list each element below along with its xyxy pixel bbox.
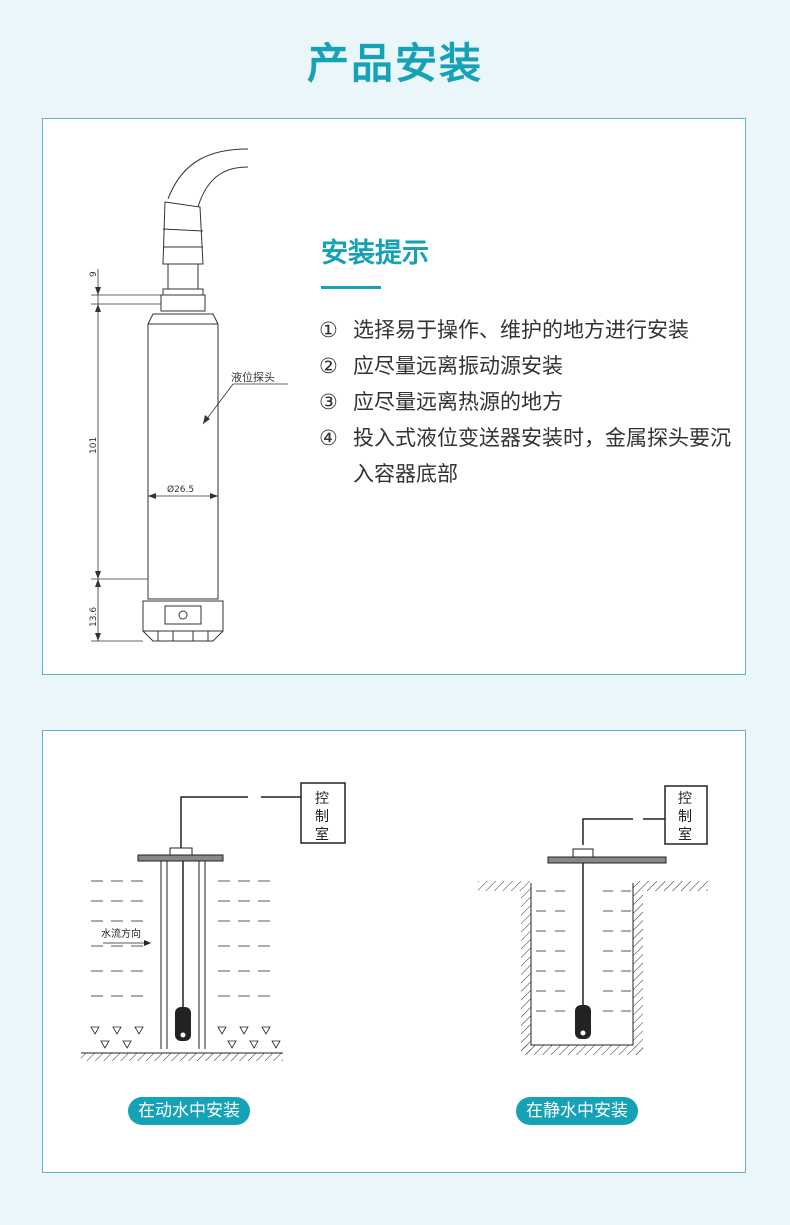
dimension-panel: 液位探头 9 101 13.6 Ø26.5 安装提示 ① 选择易于操作、维护的地方… [42, 118, 746, 675]
tip-number: ② [319, 354, 338, 378]
tips-heading: 安装提示 [321, 238, 429, 269]
static-water-caption: 在静水中安装 [516, 1097, 638, 1125]
page-title: 产品安装 [306, 39, 483, 88]
tip-item: ③ 应尽量远离热源的地方 [319, 384, 739, 420]
installation-diagram: 控 制 室 水流方向 控 制 室 [81, 782, 708, 1061]
tip-number: ④ [319, 426, 338, 450]
control-room-label: 室 [315, 826, 329, 843]
tip-item: ① 选择易于操作、维护的地方进行安装 [319, 312, 739, 348]
control-room-label: 制 [315, 809, 329, 825]
dim-bottom-label: 13.6 [89, 607, 99, 627]
control-room-label: 室 [678, 826, 692, 843]
tip-item: ② 应尽量远离振动源安装 [319, 348, 739, 384]
control-room-label: 制 [678, 809, 692, 825]
tip-item: ④ 投入式液位变送器安装时，金属探头要沉入容器底部 [319, 420, 739, 492]
dim-body-label: 101 [89, 437, 99, 454]
control-room-label: 控 [678, 791, 692, 807]
control-room-label: 控 [315, 791, 329, 807]
tip-number: ③ [319, 390, 338, 414]
installation-panel: 控 制 室 水流方向 控 制 室 在动水中安装 在静水中安装 [42, 730, 746, 1173]
tips-list: ① 选择易于操作、维护的地方进行安装 ② 应尽量远离振动源安装 ③ 应尽量远离热源的地… [319, 312, 739, 492]
dim-diameter-label: Ø26.5 [167, 484, 194, 495]
tip-number: ① [319, 318, 338, 342]
tip-text: 投入式液位变送器安装时，金属探头要沉入容器底部 [353, 426, 731, 486]
dim-top-label: 9 [89, 271, 99, 277]
tip-text: 应尽量远离热源的地方 [353, 390, 563, 414]
tip-text: 选择易于操作、维护的地方进行安装 [353, 318, 689, 342]
probe-dimension-drawing: 液位探头 9 101 13.6 Ø26.5 [89, 148, 288, 642]
probe-label: 液位探头 [231, 370, 275, 384]
tips-divider [321, 286, 381, 289]
dynamic-water-caption: 在动水中安装 [128, 1097, 250, 1125]
flow-direction-label: 水流方向 [101, 927, 141, 940]
tip-text: 应尽量远离振动源安装 [353, 354, 563, 378]
